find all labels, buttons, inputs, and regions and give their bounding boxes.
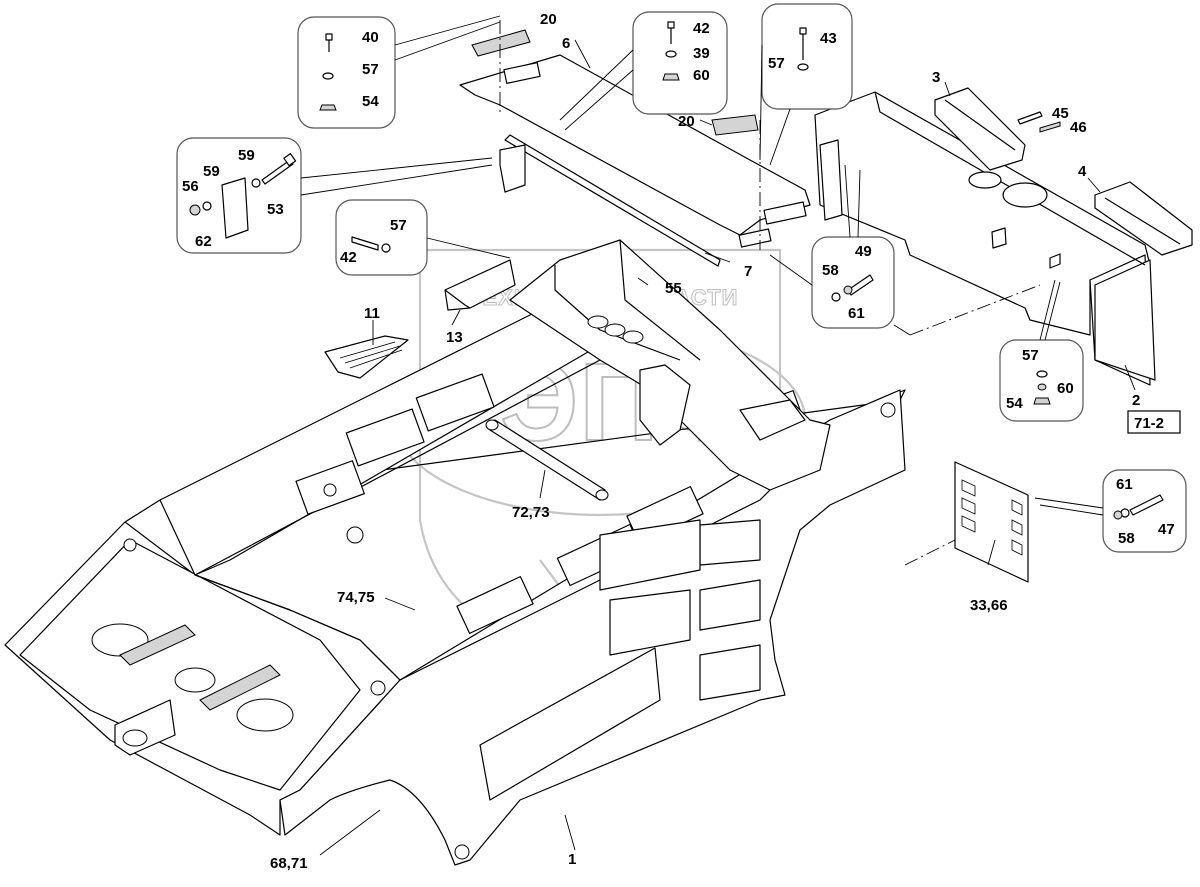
center-bracket xyxy=(509,239,831,491)
callout-6: 6 xyxy=(562,35,570,52)
callout-57-lower: 57 xyxy=(1022,347,1039,364)
callout-1: 1 xyxy=(568,851,576,868)
callout-11: 11 xyxy=(364,305,380,322)
bracket-13 xyxy=(444,259,516,311)
callout-60-right: 60 xyxy=(1057,380,1074,397)
leader-lines xyxy=(300,15,1136,856)
callout-59-b: 59 xyxy=(203,163,220,180)
callout-39: 39 xyxy=(693,45,710,62)
callout-72-73: 72,73 xyxy=(512,504,550,521)
callout-56: 56 xyxy=(182,178,199,195)
bubble-61-58-47 xyxy=(1102,469,1187,553)
callout-13: 13 xyxy=(446,329,463,346)
bubble-49-58-61 xyxy=(811,236,895,329)
callout-33-66: 33,66 xyxy=(970,597,1008,614)
callout-62: 62 xyxy=(195,233,212,250)
bubble-42-57 xyxy=(335,199,428,276)
callout-59-a: 59 xyxy=(238,147,255,164)
callout-20-top: 20 xyxy=(540,11,557,28)
reference-box: 71-2 xyxy=(1127,410,1181,434)
callout-47: 47 xyxy=(1158,521,1175,538)
callout-42-top: 42 xyxy=(693,20,710,37)
callout-74-75: 74,75 xyxy=(337,589,375,606)
callout-57-left: 57 xyxy=(390,217,407,234)
callout-43: 43 xyxy=(820,30,837,47)
callout-61-b: 61 xyxy=(1116,476,1133,493)
side-bar xyxy=(499,134,721,267)
callout-40: 40 xyxy=(362,29,379,46)
callout-61-a: 61 xyxy=(848,305,865,322)
console-housing xyxy=(814,91,1156,386)
callout-53: 53 xyxy=(267,201,284,218)
callout-58-b: 58 xyxy=(1118,530,1135,547)
callout-20-mid: 20 xyxy=(678,113,695,130)
callout-58-a: 58 xyxy=(822,262,839,279)
main-frame xyxy=(4,299,906,866)
callout-3: 3 xyxy=(932,69,940,86)
bubble-40-57-54 xyxy=(297,16,396,129)
top-plate xyxy=(459,29,811,248)
detail-bubbles xyxy=(176,3,1187,553)
panel-4 xyxy=(1094,181,1193,256)
callout-57-right: 57 xyxy=(768,55,785,72)
callout-2: 2 xyxy=(1132,392,1140,409)
label-plate xyxy=(954,461,1029,583)
callout-4: 4 xyxy=(1078,163,1087,180)
callout-49: 49 xyxy=(855,243,872,260)
callout-54-top: 54 xyxy=(362,93,379,110)
callout-54-right: 54 xyxy=(1006,395,1023,412)
bubble-42-39-60 xyxy=(632,11,728,115)
callout-7: 7 xyxy=(744,263,752,280)
callout-57-top: 57 xyxy=(362,61,379,78)
callout-55: 55 xyxy=(665,280,682,297)
callout-labels: 1 2 3 4 6 7 11 13 20 20 33,66 39 40 42 4… xyxy=(182,11,1175,872)
callout-46: 46 xyxy=(1070,119,1087,136)
panel-3 xyxy=(934,87,1026,171)
callout-42-left: 42 xyxy=(340,249,357,266)
bubble-57-60-54 xyxy=(999,339,1084,422)
callout-60-top: 60 xyxy=(693,67,710,84)
step xyxy=(324,335,409,379)
callout-68-71: 68,71 xyxy=(270,855,308,872)
reference-box-label: 71-2 xyxy=(1134,415,1164,432)
callout-45: 45 xyxy=(1052,105,1069,122)
fasteners xyxy=(189,21,1164,520)
